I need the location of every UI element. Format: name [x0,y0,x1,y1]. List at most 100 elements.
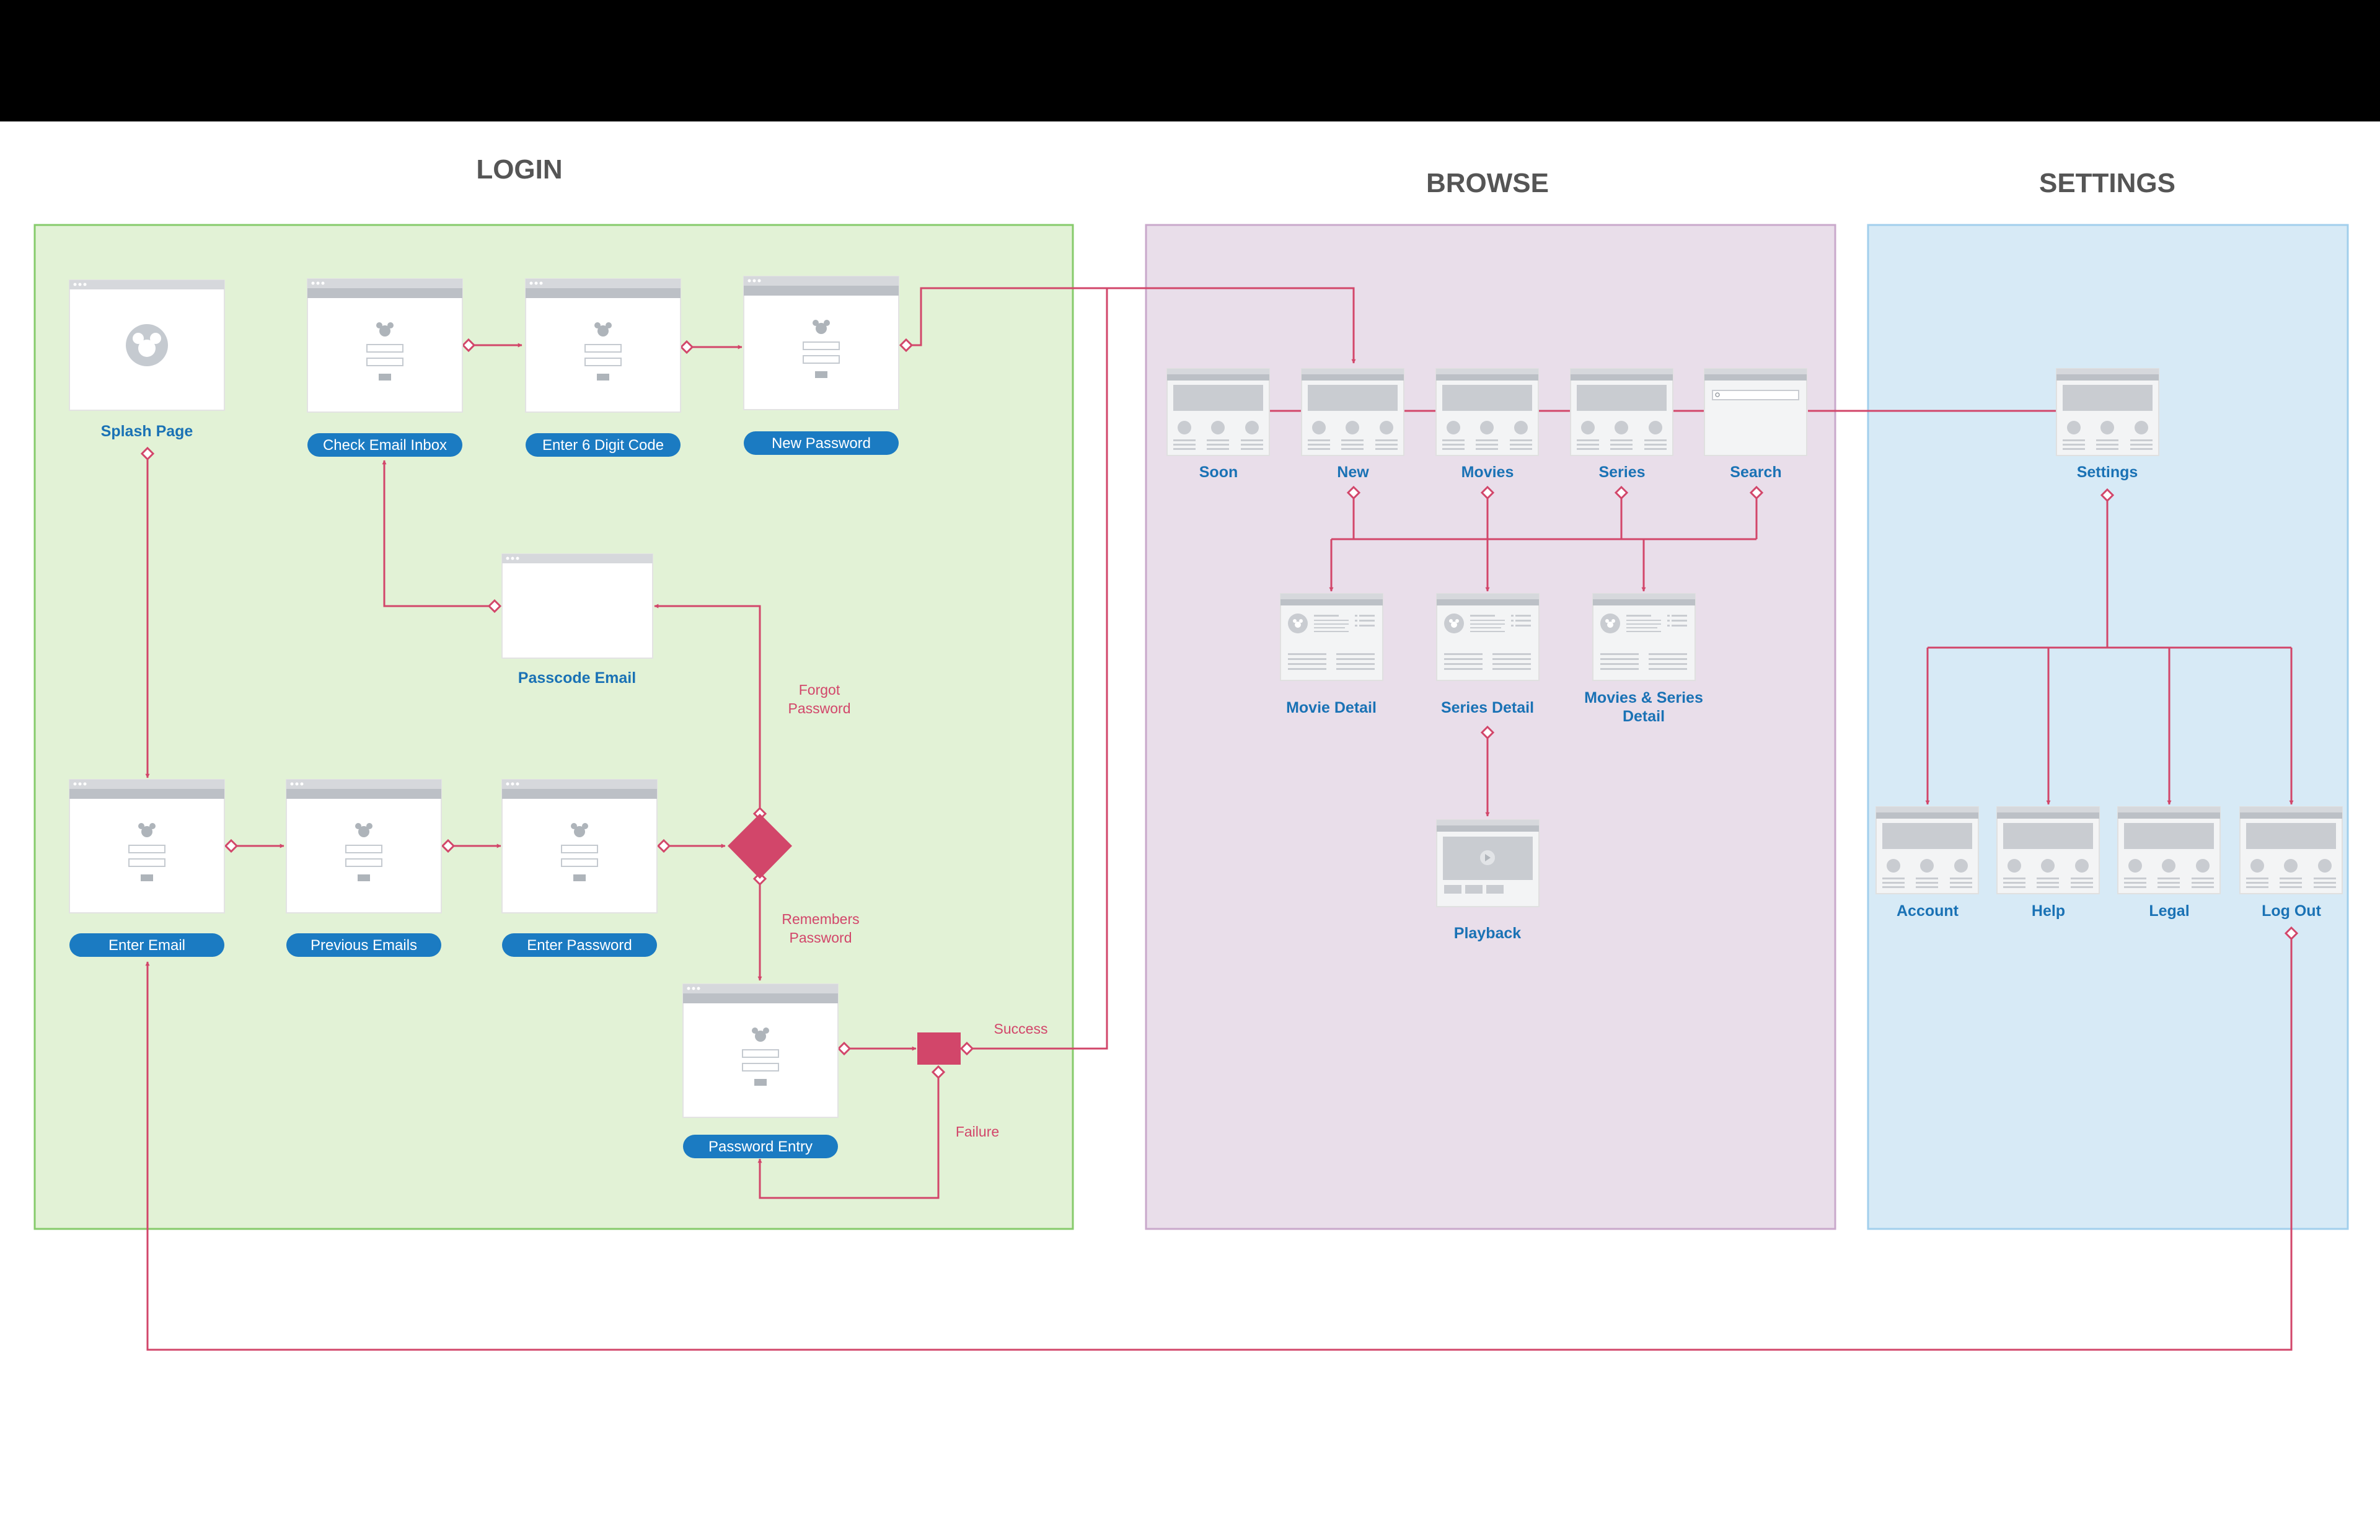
label-success: Success [994,1021,1048,1037]
pill-enter-email[interactable]: Enter Email [69,933,224,957]
form-button-placeholder [754,1079,767,1086]
connector-ports [140,338,2299,1080]
screen-help[interactable] [1996,806,2100,894]
label-enter-email: Enter Email [108,937,185,954]
screen-search[interactable] [1704,368,1807,456]
mouse-logo-icon [571,823,588,837]
form-field-placeholder [345,845,382,853]
pill-new-password[interactable]: New Password [744,431,899,455]
password-decision-node [728,814,792,879]
connector-tabs-bus [1331,493,1758,540]
label-splash-page: Splash Page [101,423,193,440]
connector-settings-trunk [1928,495,2291,649]
form-button-placeholder [141,874,153,881]
screen-new[interactable] [1301,368,1404,456]
label-previous-emails: Previous Emails [311,937,417,954]
mouse-logo-icon [594,322,612,337]
label-check-email-inbox: Check Email Inbox [323,437,447,454]
screen-movies[interactable] [1435,368,1539,456]
screen-new-password[interactable] [743,276,899,410]
form-field-placeholder [561,845,598,853]
top-black-bar [0,0,2380,121]
screen-legal[interactable] [2117,806,2221,894]
form-field-placeholder [366,358,403,366]
label-series: Series [1598,464,1645,481]
screen-movies-series-detail[interactable] [1592,593,1696,681]
screen-series[interactable] [1570,368,1673,456]
screen-check-email-inbox[interactable] [307,278,463,413]
form-button-placeholder [358,874,370,881]
screen-previous-emails[interactable] [286,779,442,913]
screen-passcode-email[interactable] [501,553,653,659]
form-field-placeholder [128,858,165,867]
search-input-placeholder [1712,390,1799,400]
screen-account[interactable] [1875,806,1979,894]
label-enter-6-digit-code: Enter 6 Digit Code [542,437,664,454]
label-movies: Movies [1461,464,1514,481]
form-field-placeholder [584,358,622,366]
pill-enter-password[interactable]: Enter Password [502,933,657,957]
screen-movie-detail[interactable] [1280,593,1383,681]
form-field-placeholder [742,1063,779,1071]
screen-series-detail[interactable] [1436,593,1540,681]
label-search: Search [1730,464,1781,481]
form-button-placeholder [597,374,609,381]
pill-password-entry[interactable]: Password Entry [683,1135,838,1158]
flow-connectors [145,287,2294,1351]
connector-passcode-to-check [382,460,495,607]
pill-check-email-inbox[interactable]: Check Email Inbox [307,433,462,457]
form-button-placeholder [815,371,827,378]
screen-enter-email[interactable] [69,779,225,913]
mouse-logo-icon [355,823,372,837]
label-series-detail: Series Detail [1441,699,1534,716]
screen-enter-password[interactable] [501,779,658,913]
label-log-out: Log Out [2262,902,2321,920]
screen-splash-page[interactable] [69,279,225,411]
mouse-logo-icon [1605,619,1615,628]
label-legal: Legal [2149,902,2189,920]
pill-enter-6-digit-code[interactable]: Enter 6 Digit Code [526,433,681,457]
screen-settings[interactable] [2056,368,2159,456]
pill-previous-emails[interactable]: Previous Emails [286,933,441,957]
label-playback: Playback [1454,925,1522,942]
form-button-placeholder [379,374,391,381]
form-field-placeholder [345,858,382,867]
label-password-entry: Password Entry [708,1138,813,1155]
label-new-password: New Password [772,435,871,452]
label-passcode-email: Passcode Email [518,669,636,687]
screen-log-out[interactable] [2239,806,2343,894]
form-field-placeholder [366,344,403,353]
mouse-logo-icon [1293,619,1303,628]
screen-soon[interactable] [1166,368,1270,456]
label-new: New [1337,464,1369,481]
mouse-logo-icon [376,322,394,337]
form-field-placeholder [742,1049,779,1058]
form-field-placeholder [584,344,622,353]
form-field-placeholder [803,341,840,350]
browse-section-title: BROWSE [1426,168,1549,198]
label-failure: Failure [956,1124,999,1140]
mouse-logo-icon [126,324,168,366]
connector-logout-to-email [145,933,2293,1351]
connector-newpass-to-new [906,287,1356,364]
mouse-logo-icon [752,1027,769,1042]
screen-password-entry[interactable] [682,983,839,1118]
settings-section-title: SETTINGS [2039,168,2175,198]
label-help: Help [2032,902,2065,920]
login-section-title: LOGIN [476,154,562,185]
label-settings: Settings [2077,464,2138,481]
connector-failure [757,1072,940,1199]
label-soon: Soon [1199,464,1238,481]
password-result-node [917,1032,961,1065]
mouse-logo-icon [813,320,830,334]
label-enter-password: Enter Password [527,937,632,954]
screen-playback[interactable] [1436,819,1540,907]
form-button-placeholder [573,874,586,881]
connector-decision-forgot [654,604,761,814]
label-account: Account [1897,902,1959,920]
form-field-placeholder [128,845,165,853]
screen-enter-6-digit-code[interactable] [525,278,681,413]
